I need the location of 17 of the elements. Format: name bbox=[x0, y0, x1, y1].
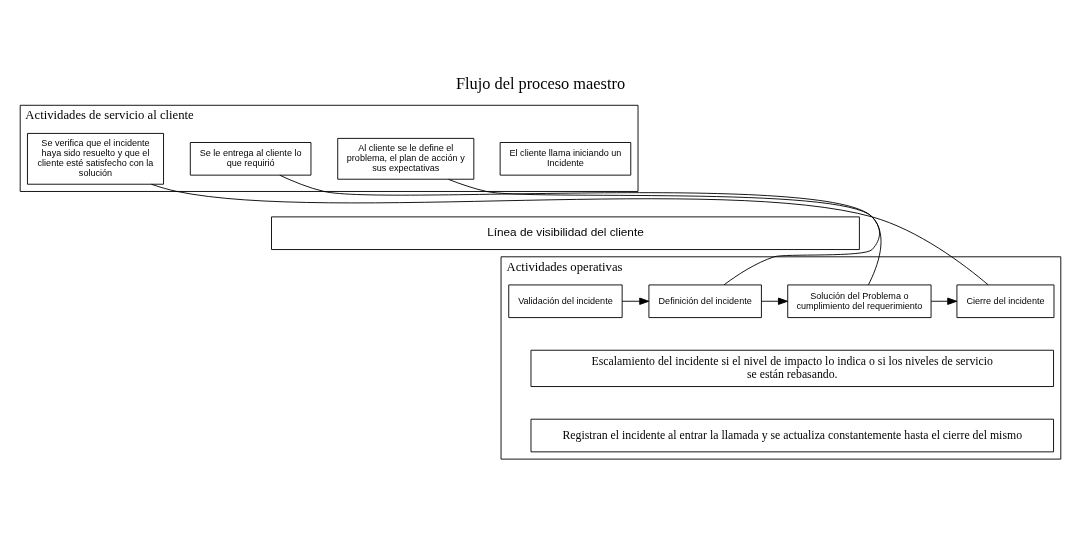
node-box: Se verifica que el incidente haya sido resuelto y que el cliente esté satisfecho con la solución bbox=[27, 132, 164, 185]
connector bbox=[448, 178, 880, 285]
node-box: Solución del Problema o cumplimiento del requerimiento bbox=[787, 283, 932, 318]
node-box: Registran el incidente al entrar la llamada y se actualiza constantemente hasta el cierre del mismo bbox=[530, 418, 1054, 452]
node-box: Se le entrega al cliente lo que requirió bbox=[189, 141, 312, 176]
node-box: Validación del incidente bbox=[508, 283, 623, 318]
node-box: Al cliente se le define el problema, el plan de acción y sus expectativas bbox=[337, 137, 475, 180]
node-box: Escalamiento del incidente si el nivel de impacto lo indica o si los niveles de servicio se están rebasando. bbox=[530, 349, 1054, 387]
connector bbox=[150, 183, 989, 285]
diagram-title: Flujo del proceso maestro bbox=[455, 73, 626, 93]
arrow bbox=[621, 297, 650, 305]
node-box: Línea de visibilidad del cliente bbox=[271, 215, 860, 250]
node-box: El cliente llama iniciando un Incidente bbox=[499, 141, 632, 176]
node-box: Definición del incidente bbox=[648, 283, 762, 318]
node-box: Cierre del incidente bbox=[956, 283, 1055, 318]
arrow bbox=[761, 297, 788, 305]
arrow bbox=[930, 297, 958, 305]
